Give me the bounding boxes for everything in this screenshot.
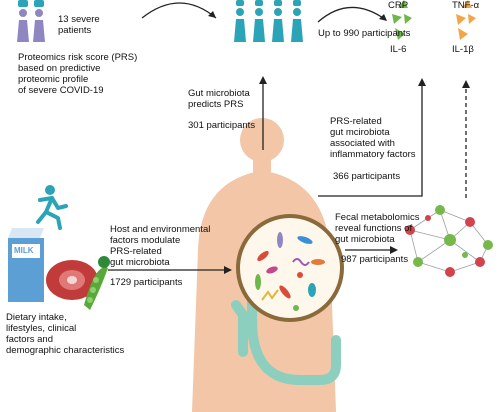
tnf-alpha-icon <box>456 0 476 25</box>
patients-icon-group <box>17 0 45 42</box>
dashed-arrow-metabolomics <box>462 80 470 198</box>
prs-related-label: PRS-related gut mcirobiota associated wi… <box>330 116 416 160</box>
il6-label: IL-6 <box>390 44 407 55</box>
arrow-to-inflammation <box>318 78 426 197</box>
il1b-label: IL-1β <box>452 44 474 55</box>
arrow-gut-to-prs <box>259 76 267 150</box>
lifestyle-caption: Dietary intake, lifestyles, clinical fac… <box>6 312 125 356</box>
curved-arrow-prs <box>141 2 217 19</box>
expanded-cohort-label: Up to 990 participants <box>318 28 411 39</box>
gut-predicts-count: 301 participants <box>188 120 256 131</box>
host-factors-label: Host and environmental factors modulate … <box>110 224 211 268</box>
gut-predicts-label: Gut microbiota predicts PRS <box>188 88 250 110</box>
severe-patients-label: 13 severe patients <box>58 14 100 36</box>
peas-icon <box>84 256 110 310</box>
tnf-alpha-label: TNF-α <box>452 0 480 11</box>
crp-label: CRP <box>388 0 409 11</box>
arrow-gut-to-metabolomics <box>345 246 398 254</box>
il6-icon <box>395 28 405 40</box>
host-factors-count: 1729 participants <box>110 277 183 288</box>
meat-icon <box>46 260 98 300</box>
milk-carton-label: MILK <box>14 246 34 255</box>
milk-carton-icon <box>8 228 44 302</box>
metabolite-network <box>405 205 493 277</box>
running-person-icon <box>36 185 68 230</box>
colon <box>231 295 341 385</box>
curved-arrow-inflammation <box>317 6 387 23</box>
il1b-icon <box>458 28 468 40</box>
fecal-metabolomics-label: Fecal metabolomics reveal functions of g… <box>335 212 420 245</box>
prs-related-count: 366 participants <box>333 171 401 182</box>
prs-definition-label: Proteomics risk score (PRS) based on pre… <box>18 52 138 96</box>
gut-microbiota-circle <box>236 214 344 322</box>
participants-icon-group <box>234 0 303 42</box>
crp-icon <box>392 0 412 24</box>
arrow-host-to-gut <box>108 266 232 274</box>
fecal-metabolomics-count: 987 participants <box>341 254 409 265</box>
